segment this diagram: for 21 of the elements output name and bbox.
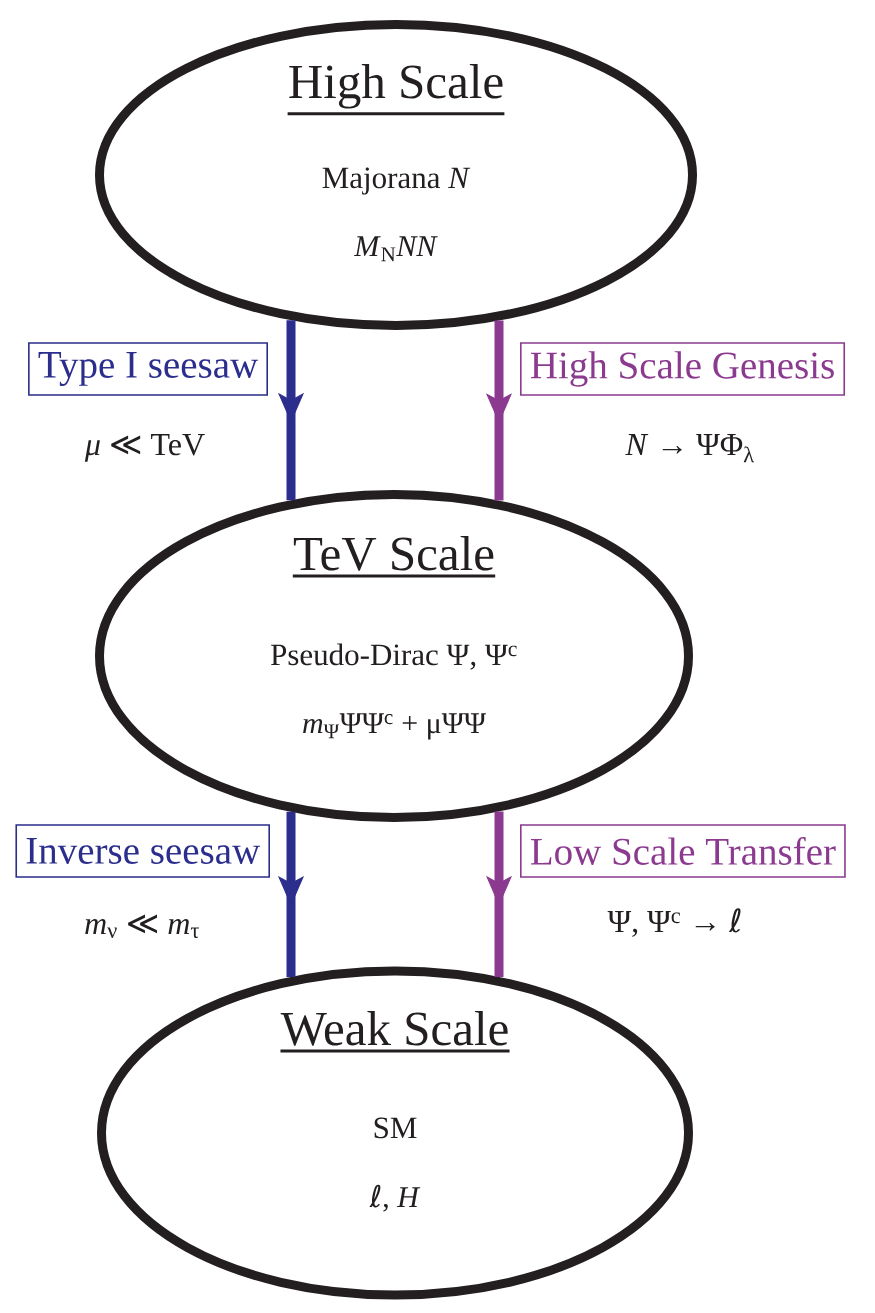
formula: ℓ, H xyxy=(369,1184,421,1212)
node-text: Pseudo-Dirac Ψ, Ψ$^{c}$ xyxy=(270,643,517,670)
node-text: Majorana N xyxy=(322,167,471,195)
edge-label: Inverse seesaw xyxy=(15,824,270,878)
arrow xyxy=(278,811,304,977)
formula: m$_{ν}$ ≪ m$_{τ}$ xyxy=(85,914,199,938)
node-text: SM xyxy=(374,1117,417,1139)
edge-label: Type I seesaw xyxy=(28,342,268,396)
arrow xyxy=(486,811,512,977)
formula: M$_{N}$NN xyxy=(353,236,438,262)
formula: μ ≪ TeV xyxy=(84,434,205,462)
heading: High Scale xyxy=(287,64,505,116)
formula: Ψ, Ψ$^{c}$ → ℓ xyxy=(607,908,741,937)
heading: Weak Scale xyxy=(280,1011,510,1053)
formula: N → ΨΦ$_{λ}$ xyxy=(625,434,754,463)
edge-label: High Scale Genesis xyxy=(520,342,846,396)
formula: m$_{Ψ}$ΨΨ$^{c}$ + μΨΨ xyxy=(303,713,486,740)
arrow xyxy=(486,320,512,501)
heading: TeV Scale xyxy=(292,536,496,578)
arrow xyxy=(278,320,304,501)
edge-label: Low Scale Transfer xyxy=(520,824,846,878)
